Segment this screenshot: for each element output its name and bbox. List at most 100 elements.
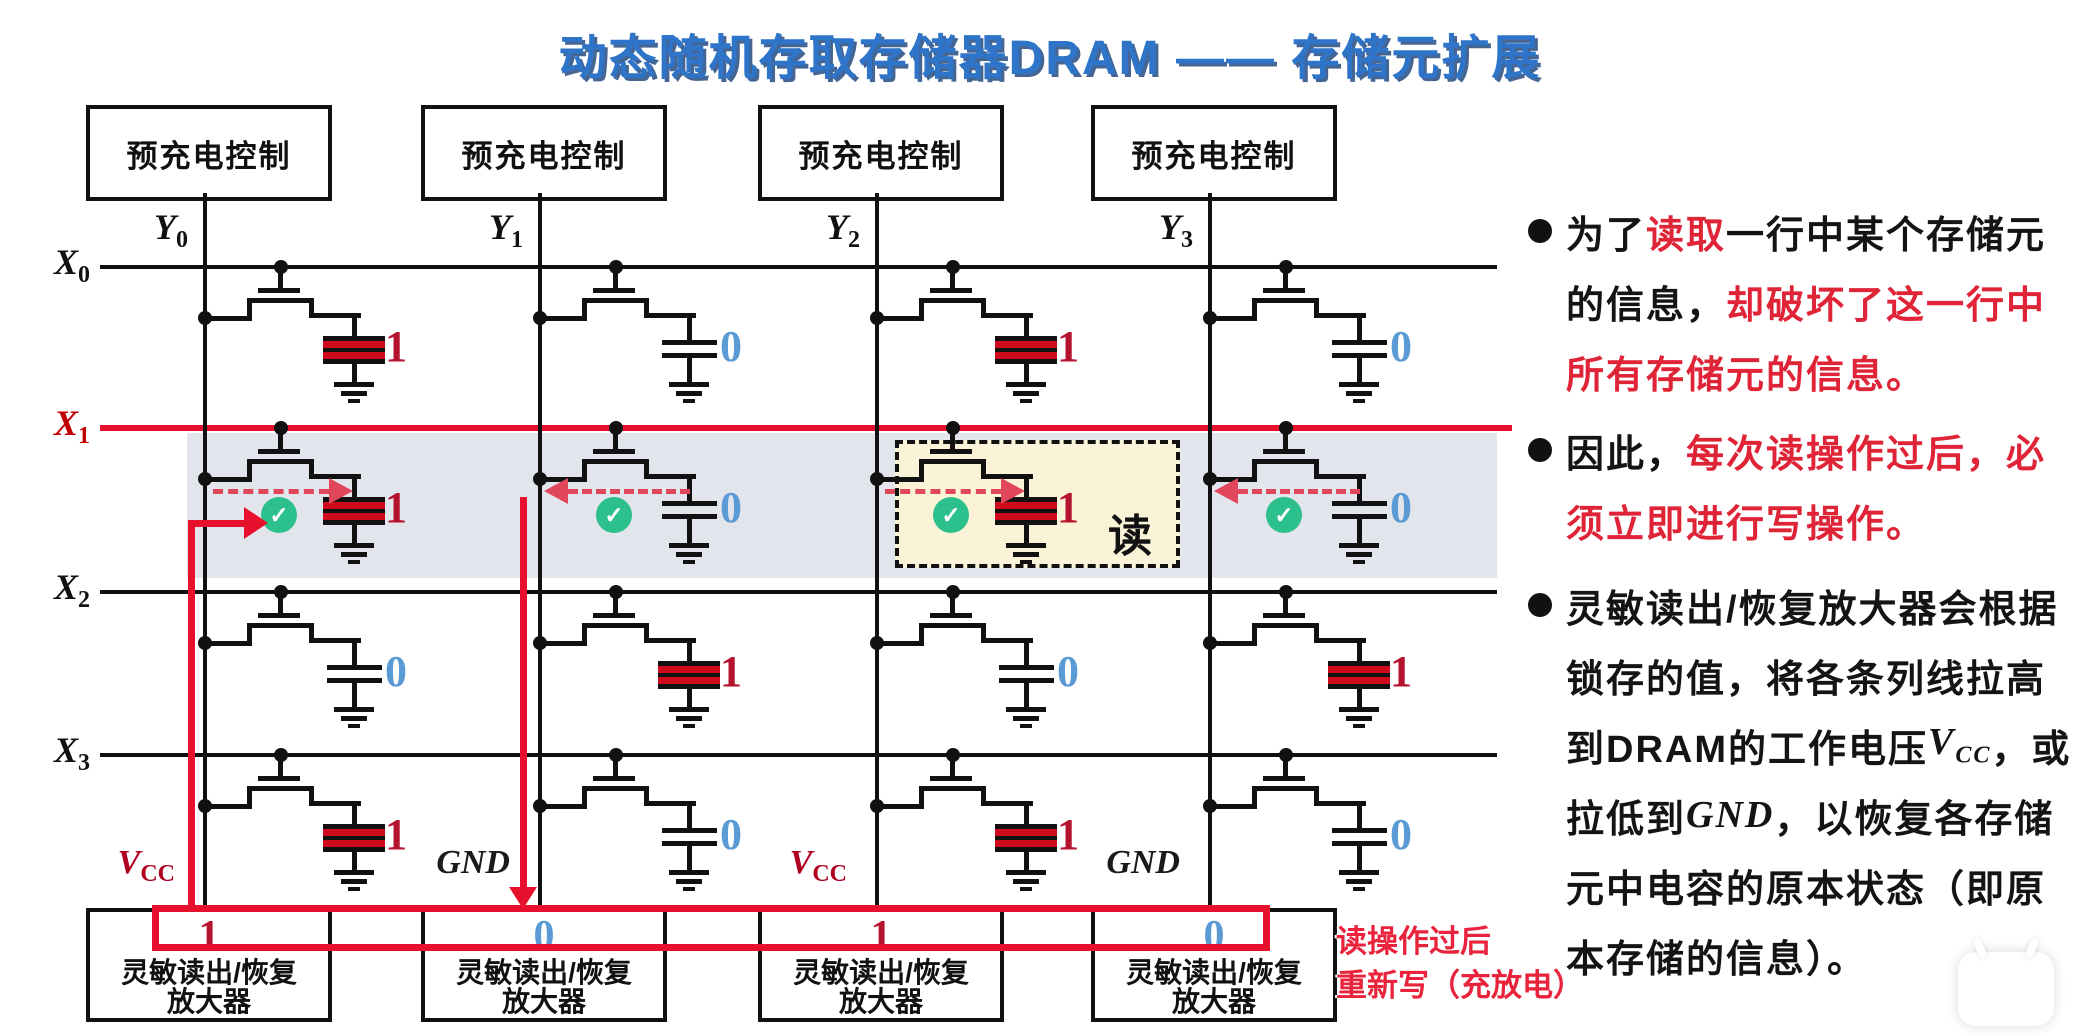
- gate-stem-wire: [278, 432, 283, 449]
- gate-junction-dot: [1279, 748, 1293, 762]
- precharge-control-box-2: 预充电控制: [758, 105, 1004, 201]
- capacitor-charged-stripe: [995, 836, 1057, 840]
- ground-line: [1020, 560, 1032, 564]
- cell-value: 0: [1390, 483, 1412, 532]
- drain-wire: [1314, 459, 1319, 476]
- amp-label: 灵敏读出/恢复: [456, 957, 632, 988]
- transistor-channel-bar: [919, 786, 985, 791]
- bit-line-y1: [538, 193, 542, 908]
- ground-stem-wire: [1357, 689, 1362, 707]
- transistor-channel-bar: [582, 623, 648, 628]
- ground-line: [334, 870, 374, 875]
- precharge-control-label: 预充电控制: [461, 138, 627, 174]
- gate-junction-dot: [609, 421, 623, 435]
- bullet-dot-icon: [1528, 219, 1552, 243]
- gate-junction-dot: [609, 748, 623, 762]
- capacitor-wire: [1024, 801, 1029, 824]
- gate-stem-wire: [278, 271, 283, 288]
- ground-stem-wire: [1357, 519, 1362, 543]
- bullet-line: 所有存储元的信息。: [1566, 336, 2074, 406]
- col-label-y3: Y3: [1159, 207, 1193, 254]
- capacitor-wire: [1357, 638, 1362, 661]
- capacitor-plate: [327, 665, 382, 670]
- source-wire: [877, 804, 924, 809]
- text-segment: 所有存储元的信息。: [1566, 354, 1927, 397]
- drain-wire: [644, 801, 696, 806]
- capacitor-plate: [999, 665, 1054, 670]
- bullet-text-0: 为了读取一行中某个存储元的信息，却破坏了这一行中所有存储元的信息。: [1566, 196, 2074, 406]
- drain-wire: [644, 298, 649, 315]
- ground-line: [1339, 543, 1379, 548]
- check-icon: ✓: [1266, 497, 1302, 533]
- ground-line: [1020, 724, 1032, 728]
- source-wire: [1252, 298, 1257, 319]
- drain-wire: [981, 459, 986, 476]
- bullet-line: 的信息，却破坏了这一行中: [1566, 266, 2074, 336]
- bullet-line: 因此，每次读操作过后，必: [1566, 415, 2074, 485]
- drain-wire: [981, 623, 986, 640]
- gate-stem-wire: [950, 759, 955, 776]
- gate-stem-wire: [278, 596, 283, 613]
- capacitor-wire: [1024, 313, 1029, 336]
- transistor-gate-bar: [930, 449, 972, 454]
- bullet-text-1: 因此，每次读操作过后，必须立即进行写操作。: [1566, 415, 2074, 555]
- ground-line: [334, 543, 374, 548]
- drain-wire: [1314, 623, 1319, 640]
- gate-junction-dot: [274, 421, 288, 435]
- capacitor-plate: [662, 514, 717, 519]
- ground-line: [683, 560, 695, 564]
- precharge-control-label: 预充电控制: [798, 138, 964, 174]
- word-line-x1-active: [100, 425, 1512, 431]
- ground-line: [1346, 552, 1372, 557]
- source-wire: [1252, 623, 1257, 644]
- transistor-gate-bar: [1263, 449, 1305, 454]
- capacitor-plate: [995, 824, 1057, 829]
- ground-stem-wire: [352, 364, 357, 382]
- gnd-writeback-arrow-line: [520, 497, 527, 889]
- bitline-junction-dot: [533, 311, 547, 325]
- bullet-dot-icon: [1528, 438, 1552, 462]
- ground-stem-wire: [1024, 525, 1029, 543]
- arrowhead-left-icon: [1214, 478, 1238, 504]
- transistor-channel-bar: [247, 298, 313, 303]
- bitline-junction-dot: [1203, 799, 1217, 813]
- drain-wire: [1314, 298, 1319, 315]
- transistor-gate-bar: [1263, 288, 1305, 293]
- drain-wire: [644, 474, 696, 479]
- drain-wire: [981, 638, 1033, 643]
- arrowhead-right-icon: [329, 478, 353, 504]
- page-title: 动态随机存取存储器DRAM —— 存储元扩展: [558, 32, 1542, 85]
- ground-stem-wire: [687, 519, 692, 543]
- ground-line: [348, 399, 360, 403]
- gate-junction-dot: [1279, 421, 1293, 435]
- ground-line: [1339, 382, 1379, 387]
- transistor-channel-bar: [247, 459, 313, 464]
- source-wire: [919, 459, 924, 480]
- ground-line: [348, 560, 360, 564]
- drain-wire: [981, 786, 986, 803]
- watermark-logo: [1958, 952, 2054, 1026]
- row-label-x1: X1: [53, 403, 90, 450]
- ground-line: [669, 707, 709, 712]
- capacitor-plate: [1332, 514, 1387, 519]
- source-wire: [582, 459, 587, 480]
- amp-label: 放大器: [501, 986, 586, 1017]
- source-wire: [919, 298, 924, 319]
- gate-junction-dot: [946, 585, 960, 599]
- transistor-channel-bar: [1252, 298, 1318, 303]
- cell-value: 0: [385, 647, 407, 696]
- drain-wire: [1314, 638, 1366, 643]
- drain-wire: [1314, 474, 1366, 479]
- drain-wire: [309, 298, 314, 315]
- capacitor-wire: [1024, 638, 1029, 665]
- source-wire: [247, 298, 252, 319]
- ground-line: [1346, 879, 1372, 884]
- ground-line: [1020, 399, 1032, 403]
- text-segment: 却破坏了这一行中: [1726, 284, 2047, 327]
- cell-value: 1: [385, 483, 407, 532]
- capacitor-wire: [352, 474, 357, 497]
- text-segment: 读取: [1646, 214, 1727, 257]
- transistor-gate-bar: [593, 449, 635, 454]
- rail-label-vcc-0: VCC: [117, 844, 175, 887]
